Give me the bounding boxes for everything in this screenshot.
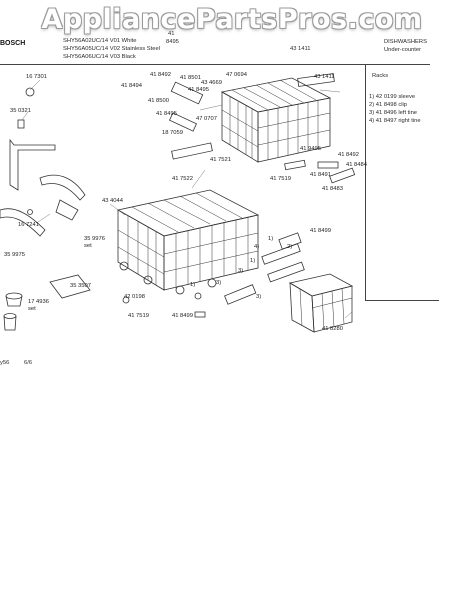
part-label: 35 3507	[70, 283, 91, 289]
part-label: 41 8484	[346, 162, 367, 168]
cutlery-basket	[288, 273, 354, 333]
part-label: 17 4936	[28, 299, 49, 305]
model-line-3: SHY56A06UC/14 V03 Black	[63, 54, 136, 60]
callout-number: 1)	[250, 258, 256, 264]
part-label: 41 8500	[148, 98, 169, 104]
part-label: 35 0321	[10, 108, 31, 114]
callout-number: 3)	[238, 268, 244, 274]
header-ref-top: 41	[168, 31, 175, 37]
legend-item: 4) 41 8497 right tine	[369, 118, 421, 124]
part-label: 43 4044	[102, 198, 123, 204]
category-label: DISHWASHERS	[384, 39, 427, 45]
part-label: set	[28, 306, 36, 312]
spray-arm-assembly	[0, 87, 86, 237]
legend-item: 1) 42 0199 sleeve	[369, 94, 416, 100]
part-label: 41 7519	[128, 313, 149, 319]
part-label: 41 7519	[270, 176, 291, 182]
part-label: 41 8492	[338, 152, 359, 158]
part-label: set	[84, 243, 92, 249]
footer-left: y56	[0, 360, 10, 366]
part-label: 41 8494	[121, 83, 142, 89]
filter-parts	[3, 274, 91, 331]
legend-box	[365, 65, 439, 301]
part-label: 16 7301	[26, 74, 47, 80]
callout-number: 3)	[256, 294, 262, 300]
part-label: 41 8280	[322, 326, 343, 332]
callout-number: 4)	[254, 244, 260, 250]
part-label: 35 9975	[4, 252, 25, 258]
legend-item: 3) 41 8496 left tine	[369, 110, 418, 116]
model-line-2: SHY56A05UC/14 V02 Stainless Steel	[63, 46, 160, 52]
part-label: 41 8495	[188, 87, 209, 93]
part-label: 18 7059	[162, 130, 183, 136]
part-label: 41 7522	[172, 176, 193, 182]
callout-number: 1)	[268, 236, 274, 242]
header-ref-right: 43 1411	[290, 46, 311, 52]
subcategory-label: Under-counter	[384, 47, 422, 53]
part-label: 42 0198	[124, 294, 145, 300]
callout-number: 2)	[287, 244, 293, 250]
part-label: 41 8501	[180, 75, 201, 81]
part-label: 41 8499	[310, 228, 331, 234]
header-ref-number: 8495	[166, 39, 179, 45]
brand-name: BOSCH	[0, 40, 26, 47]
part-label: 41 8495	[156, 111, 177, 117]
callout-number: 1)	[190, 282, 196, 288]
part-label: 43 1411	[314, 74, 335, 80]
model-line-1: SHY56A02UC/14 V01 White	[63, 38, 137, 44]
part-label: 47 0707	[196, 116, 217, 122]
part-label: 41 8499	[172, 313, 193, 319]
wheel-set	[119, 261, 217, 295]
footer-page: 6/6	[24, 360, 33, 366]
leader-lines	[21, 79, 353, 319]
tine-rows-lower	[122, 232, 305, 318]
watermark: AppliancePartsPros.com	[41, 4, 423, 35]
part-label: 41 9495	[300, 146, 321, 152]
part-label: 41 7521	[210, 157, 231, 163]
part-label: 35 9976	[84, 236, 105, 242]
legend-title: Racks	[372, 73, 389, 79]
legend-item: 2) 41 8498 clip	[369, 102, 408, 108]
part-label: 43 4669	[201, 80, 222, 86]
tine-rows-upper	[168, 73, 356, 184]
lower-basket	[116, 189, 260, 291]
part-label: 16 7241	[18, 222, 39, 228]
part-label: 41 8483	[322, 186, 343, 192]
header-divider	[0, 64, 430, 65]
callout-number: 3)	[216, 280, 222, 286]
part-label: 41 8492	[150, 72, 171, 78]
part-label: 41 8491	[310, 172, 331, 178]
upper-basket	[220, 77, 332, 163]
part-label: 47 0694	[226, 72, 247, 78]
